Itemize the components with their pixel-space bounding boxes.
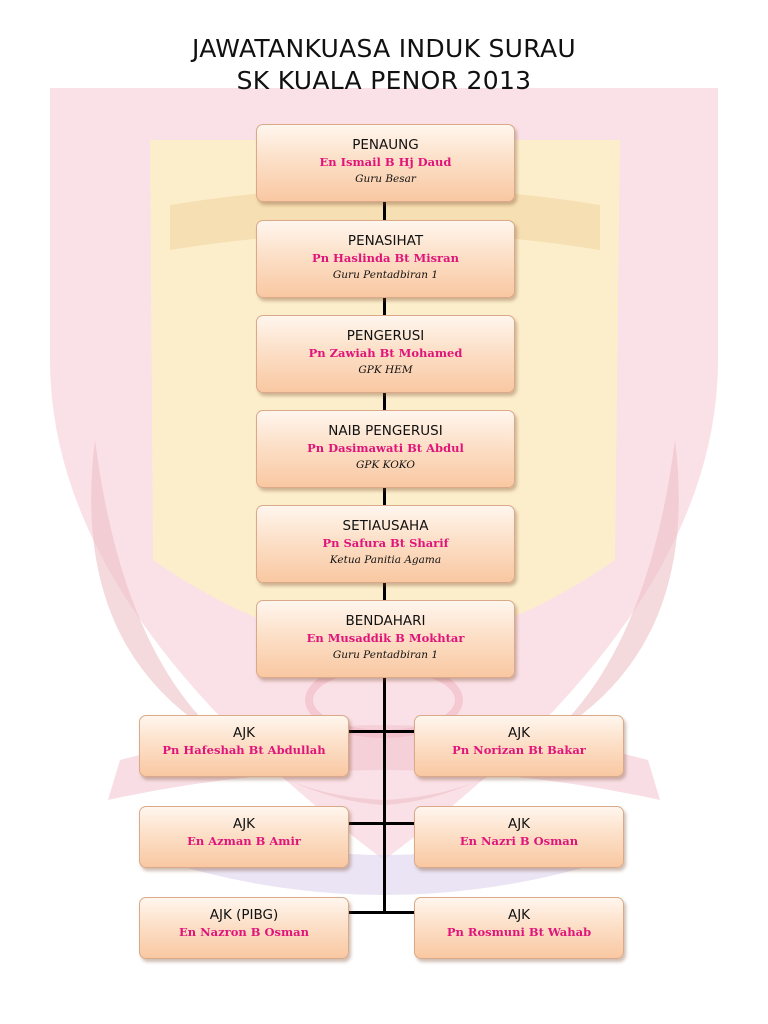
row-2-horizontal-connector xyxy=(349,822,417,825)
person-name: Pn Rosmuni Bt Wahab xyxy=(446,925,592,939)
person-name: En Ismail B Hj Daud xyxy=(319,155,452,169)
person-name: En Nazron B Osman xyxy=(179,925,309,939)
ajk-box-row1-left: AJK Pn Hafeshah Bt Abdullah xyxy=(139,715,349,777)
penaung-box: PENAUNG En Ismail B Hj Daud Guru Besar xyxy=(256,124,515,202)
ajk-pibg-box-row3-left: AJK (PIBG) En Nazron B Osman xyxy=(139,897,349,959)
person-name: Pn Zawiah Bt Mohamed xyxy=(308,346,463,360)
person-name: Pn Safura Bt Sharif xyxy=(322,536,449,550)
person-name: Pn Hafeshah Bt Abdullah xyxy=(162,743,326,757)
role-label: AJK xyxy=(507,725,531,741)
ajk-box-row3-right: AJK Pn Rosmuni Bt Wahab xyxy=(414,897,624,959)
person-name: En Azman B Amir xyxy=(187,834,301,848)
chart-title-line-2: SK KUALA PENOR 2013 xyxy=(236,66,532,95)
role-label: AJK xyxy=(507,907,531,923)
ajk-box-row2-left: AJK En Azman B Amir xyxy=(139,806,349,868)
position-title: Guru Pentadbiran 1 xyxy=(332,269,439,281)
ajk-box-row1-right: AJK Pn Norizan Bt Bakar xyxy=(414,715,624,777)
bendahari-box: BENDAHARI En Musaddik B Mokhtar Guru Pen… xyxy=(256,600,515,678)
setiausaha-box: SETIAUSAHA Pn Safura Bt Sharif Ketua Pan… xyxy=(256,505,515,583)
person-name: En Musaddik B Mokhtar xyxy=(306,631,465,645)
role-label: PENAUNG xyxy=(352,137,419,153)
role-label: BENDAHARI xyxy=(345,613,426,629)
role-label: AJK xyxy=(232,725,256,741)
person-name: Pn Haslinda Bt Misran xyxy=(312,251,459,265)
role-label: NAIB PENGERUSI xyxy=(328,423,443,439)
crest-lower-band xyxy=(150,810,620,895)
person-name: Pn Norizan Bt Bakar xyxy=(452,743,586,757)
position-title: GPK KOKO xyxy=(356,459,415,471)
person-name: En Nazri B Osman xyxy=(459,834,579,848)
position-title: Guru Pentadbiran 1 xyxy=(332,649,439,661)
row-1-horizontal-connector xyxy=(349,730,417,733)
chart-title-line-1: JAWATANKUASA INDUK SURAU xyxy=(192,34,576,63)
person-name: Pn Dasimawati Bt Abdul xyxy=(307,441,464,455)
role-label: AJK xyxy=(232,816,256,832)
role-label: SETIAUSAHA xyxy=(342,518,429,534)
penasihat-box: PENASIHAT Pn Haslinda Bt Misran Guru Pen… xyxy=(256,220,515,298)
ajk-box-row2-right: AJK En Nazri B Osman xyxy=(414,806,624,868)
naib-pengerusi-box: NAIB PENGERUSI Pn Dasimawati Bt Abdul GP… xyxy=(256,410,515,488)
role-label: PENGERUSI xyxy=(346,328,425,344)
position-title: Guru Besar xyxy=(355,173,416,185)
position-title: Ketua Panitia Agama xyxy=(329,554,442,566)
role-label: PENASIHAT xyxy=(347,233,424,249)
pengerusi-box: PENGERUSI Pn Zawiah Bt Mohamed GPK HEM xyxy=(256,315,515,393)
row-3-horizontal-connector xyxy=(349,911,417,914)
position-title: GPK HEM xyxy=(358,364,413,376)
role-label: AJK (PIBG) xyxy=(209,907,279,923)
role-label: AJK xyxy=(507,816,531,832)
